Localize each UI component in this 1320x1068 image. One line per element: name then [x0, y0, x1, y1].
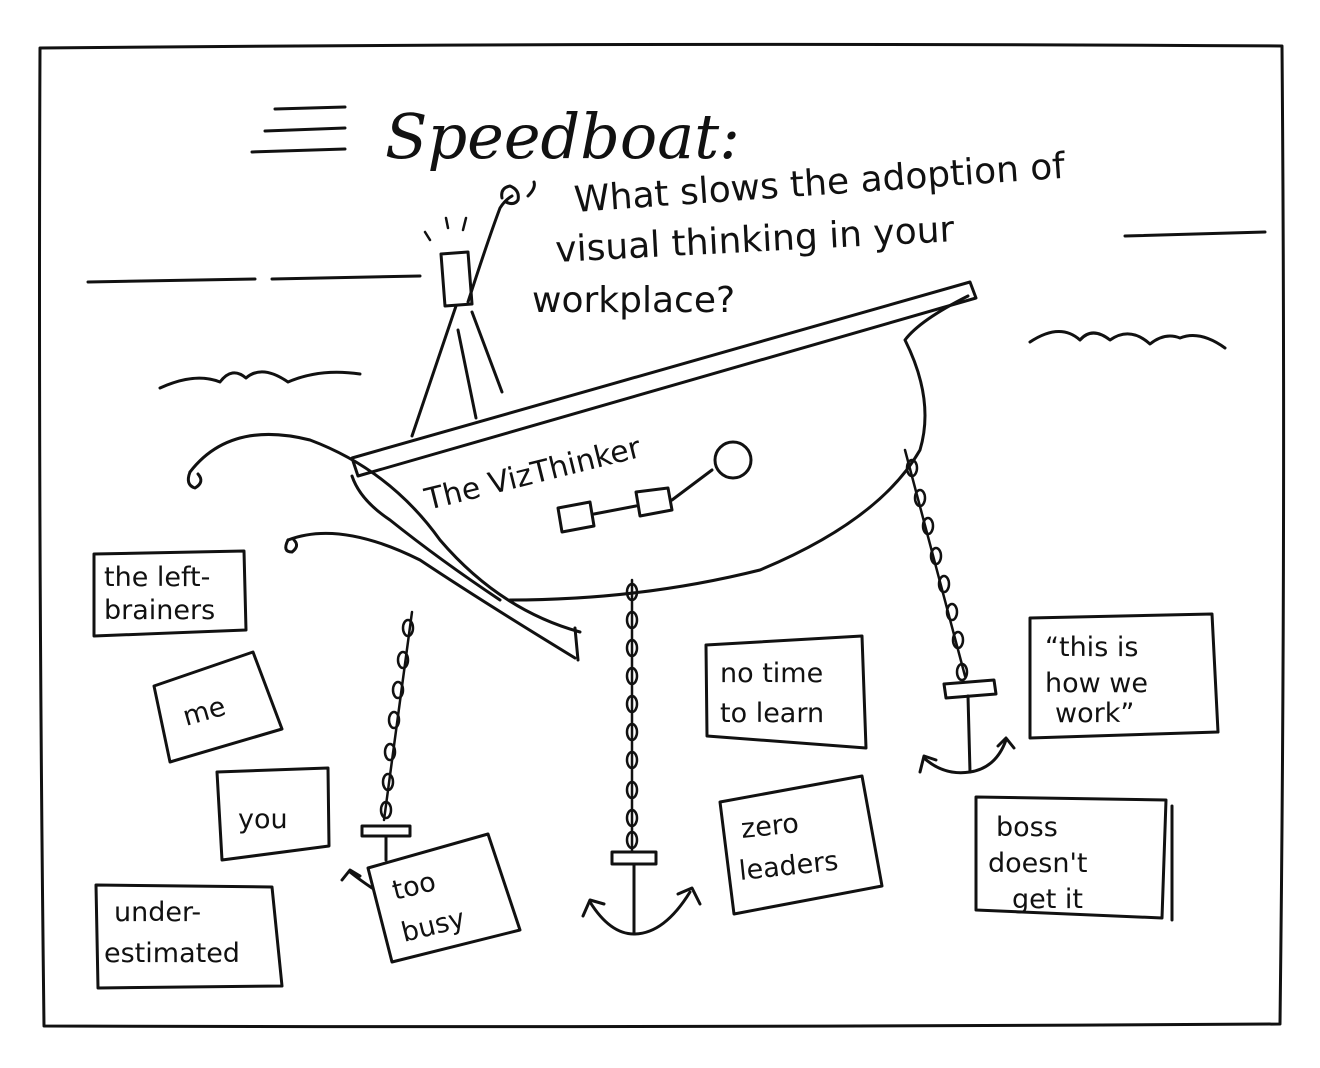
- label-left-brainers: the left- brainers: [92, 549, 248, 638]
- label-text: estimated: [104, 938, 240, 969]
- blank-line-left: [86, 274, 422, 284]
- anchor-arms: [922, 738, 1008, 775]
- label-this-is-how-we-work: “this is how we work”: [1028, 612, 1220, 740]
- label-text: doesn't: [988, 848, 1087, 879]
- label-under-estimated: under- estimated: [94, 883, 284, 990]
- label-text: get it: [1012, 884, 1083, 915]
- label-text: brainers: [104, 595, 215, 626]
- wave-left-icon: [158, 370, 362, 390]
- label-text: work”: [1055, 698, 1134, 729]
- label-text: how we: [1045, 668, 1148, 699]
- anchor-middle: [581, 578, 702, 936]
- anchor-left: [340, 610, 415, 890]
- node-diagram-icon: [556, 440, 753, 534]
- label-zero-leaders: zero leaders: [718, 774, 884, 916]
- diagram-title: Speedboat:: [385, 100, 740, 173]
- label-text: me: [179, 691, 229, 733]
- boat-deck: [350, 280, 978, 478]
- label-text: zero: [739, 808, 800, 845]
- question-line-2: visual thinking in your: [554, 209, 955, 271]
- label-you: you: [215, 766, 331, 862]
- label-boss-doesnt-get-it: boss doesn't get it: [974, 795, 1174, 922]
- label-text: you: [238, 804, 288, 835]
- label-text: boss: [996, 812, 1058, 843]
- shout-marks: [423, 216, 468, 242]
- anchor-right: [903, 448, 1016, 775]
- label-no-time-to-learn: no time to learn: [704, 634, 868, 750]
- label-text: to learn: [720, 698, 824, 729]
- label-text: under-: [114, 897, 201, 928]
- figure-raised-arm: [466, 194, 514, 304]
- anchor-fluke-icon: [340, 868, 374, 890]
- speed-lines-icon: [250, 105, 347, 154]
- figure-head-shouting: [439, 250, 474, 308]
- anchor-stock: [610, 850, 658, 866]
- anchor-stock: [942, 678, 998, 700]
- blank-line-right: [1123, 230, 1267, 238]
- wave-right-icon: [1028, 330, 1227, 350]
- label-text: “this is: [1045, 632, 1138, 663]
- label-me: me: [152, 650, 284, 764]
- label-text: the left-: [104, 562, 210, 593]
- label-text: no time: [720, 658, 823, 689]
- stick-figure-icon: [410, 180, 536, 438]
- frame-border: [38, 42, 1286, 1029]
- anchor-stock: [360, 824, 412, 838]
- question-line-3: workplace?: [532, 280, 735, 321]
- speedboat-icon: The VizThinker: [186, 280, 978, 662]
- label-text: leaders: [737, 846, 839, 887]
- label-too-busy: too busy: [366, 832, 522, 964]
- anchor-arms: [588, 890, 692, 936]
